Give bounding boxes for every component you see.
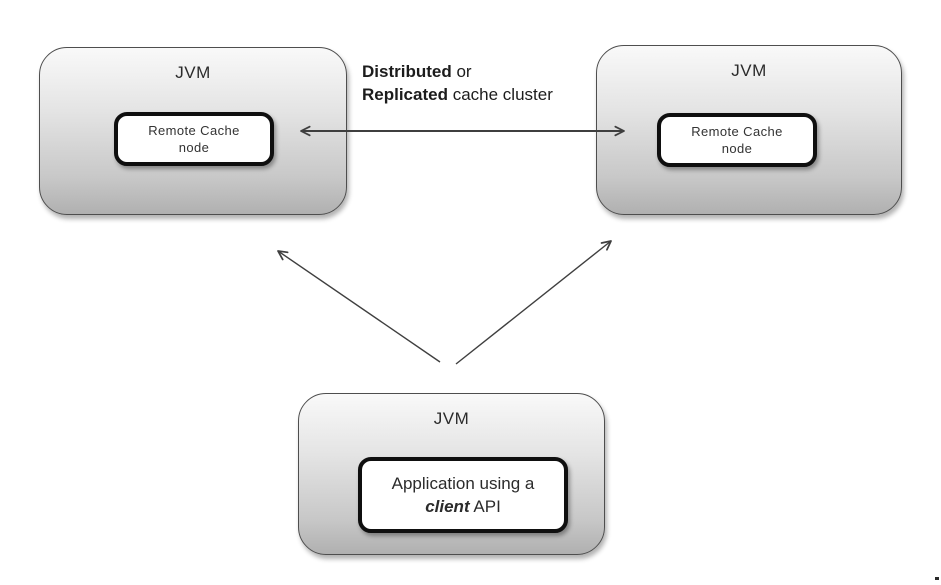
cluster-label: Distributed or Replicated cache cluster <box>362 60 553 106</box>
remote-cache-label-line1: Remote Cache <box>691 124 783 139</box>
cluster-label-replicated: Replicated <box>362 85 448 104</box>
api-text: API <box>469 497 501 516</box>
application-label-line1: Application using a <box>391 474 535 493</box>
application-label-line2: client API <box>362 495 564 518</box>
client-to-right-node-arrow <box>455 240 612 365</box>
jvm-node-bottom: JVM Application using a client API <box>298 393 605 555</box>
jvm-node-top-right: JVM Remote Cache node <box>596 45 902 215</box>
cluster-label-line1: Distributed or <box>362 60 553 83</box>
remote-cache-label-line1: Remote Cache <box>148 123 240 138</box>
jvm-title: JVM <box>433 409 470 428</box>
cluster-label-cache-cluster: cache cluster <box>447 85 553 104</box>
remote-cache-node-right: Remote Cache node <box>657 113 817 167</box>
remote-cache-node-left: Remote Cache node <box>114 112 274 166</box>
client-to-left-node-arrow <box>277 250 441 363</box>
corner-artifact-dot <box>935 577 939 580</box>
jvm-title: JVM <box>175 63 211 82</box>
client-emphasis-text: client <box>425 497 470 516</box>
remote-cache-label-line2: node <box>721 141 753 156</box>
cluster-label-distributed: Distributed <box>362 62 452 81</box>
application-client-api-node: Application using a client API <box>358 457 568 533</box>
remote-cache-label-line2: node <box>178 140 210 155</box>
cluster-label-or: or <box>451 62 472 81</box>
cluster-label-line2: Replicated cache cluster <box>362 83 553 106</box>
jvm-node-top-left: JVM Remote Cache node <box>39 47 347 215</box>
jvm-title: JVM <box>731 61 767 80</box>
